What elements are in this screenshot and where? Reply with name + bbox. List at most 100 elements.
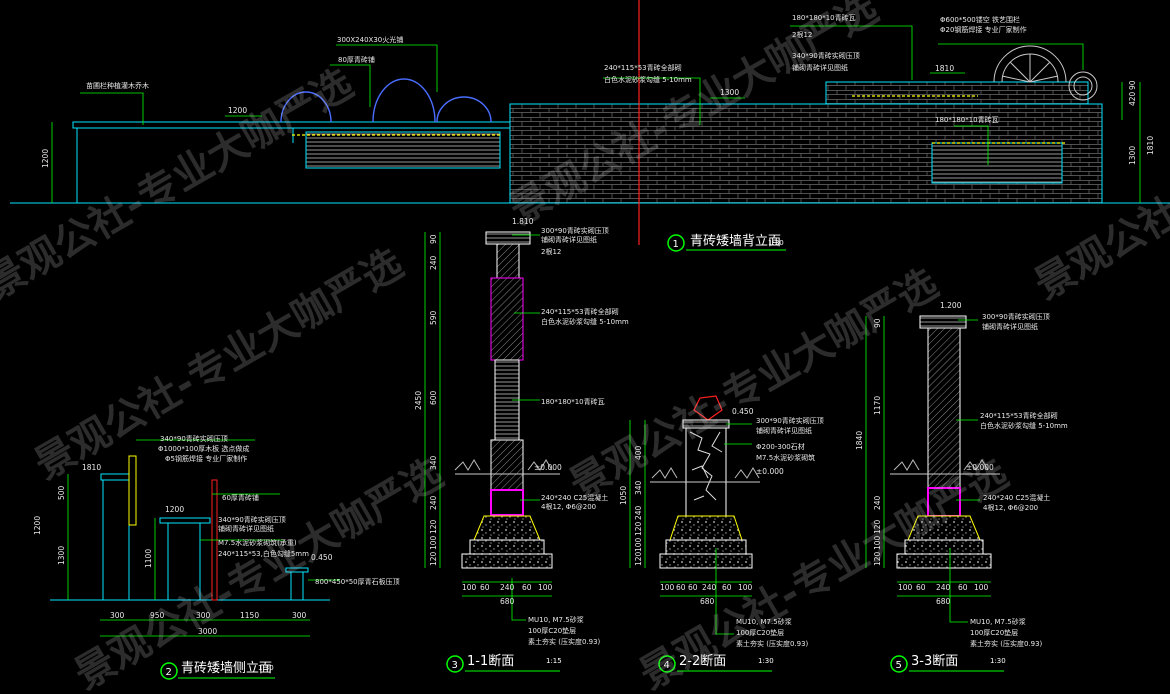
dim-label: 1200	[165, 505, 184, 514]
dim-label: 1810	[935, 64, 954, 73]
dim-label: 600	[429, 390, 438, 405]
s2-annotation: Φ200-300石材	[756, 442, 805, 451]
dim-label: 1200	[41, 149, 50, 168]
dim-label: 1050	[619, 486, 628, 505]
dim-label: 400	[634, 445, 643, 460]
dim-label: 100	[898, 583, 913, 592]
back-annotation: Φ600*500镂空 铁艺围栏	[940, 15, 1020, 24]
level-label: 0.450	[732, 407, 754, 416]
side-annotation: 340*90青砖实砌压顶	[160, 434, 228, 443]
dim-label: 420	[1128, 91, 1137, 106]
dim-label: 1840	[855, 431, 864, 450]
dim-label: 680	[500, 597, 515, 606]
dim-label: 340	[634, 480, 643, 495]
dim-label: 1200	[228, 106, 247, 115]
s2-annotation: 铺砌青砖详见图纸	[756, 426, 812, 435]
dim-label: 1300	[720, 88, 739, 97]
drawing-scale: 1:30	[990, 657, 1006, 665]
s2-annotation: M7.5水泥砂浆砌筑	[756, 453, 815, 462]
dim-label: 1.810	[512, 217, 534, 226]
dim-label: 240	[429, 495, 438, 510]
s1-annotation: 300*90青砖实砌压顶	[541, 226, 609, 235]
back-annotation: 铺砌青砖详见图纸	[792, 63, 848, 72]
dim-label: 100	[538, 583, 553, 592]
drawing-number: 3	[452, 660, 458, 671]
dim-label: 950	[150, 611, 165, 620]
s2-annotation: 300*90青砖实砌压顶	[756, 416, 824, 425]
drawing-scale: 1:30	[258, 664, 274, 672]
back-annotation: 180*180*10青砖瓦	[792, 13, 856, 22]
dim-label: 90	[1128, 80, 1137, 90]
dim-label: 60	[688, 583, 698, 592]
dim-label: 60	[480, 583, 490, 592]
dim-label: 340	[429, 455, 438, 470]
dim-label: 120	[634, 521, 643, 536]
dim-label: 300	[196, 611, 211, 620]
drawing-number-circle	[890, 655, 908, 673]
back-annotation: 240*115*53青砖全部砌	[604, 63, 682, 72]
dim-label: 590	[429, 310, 438, 325]
dim-label: 100	[974, 583, 989, 592]
s1-annotation: 240*115*53青砖全部砌	[541, 307, 619, 316]
drawing-scale: 1:15	[546, 657, 562, 665]
dim-label: 100	[429, 535, 438, 550]
side-annotation: 60厚青砖铺	[222, 493, 259, 502]
s2-annotation: MU10, M7.5砂浆	[736, 617, 792, 626]
dim-label: 60	[916, 583, 926, 592]
dim-label: 2450	[414, 391, 423, 410]
dim-label: 60	[722, 583, 732, 592]
dim-label: 1810	[82, 463, 101, 472]
drawing-scale: 1:30	[758, 657, 774, 665]
dim-label: 240	[429, 255, 438, 270]
dim-label: 680	[700, 597, 715, 606]
dim-label: 300	[292, 611, 307, 620]
drawing-title: 青砖矮墙背立面	[690, 234, 781, 249]
back-annotation: 340*90青砖实砌压顶	[792, 51, 860, 60]
section-1-1: 300*90青砖实砌压顶 铺砌青砖详见图纸 2根12 240*115*53青砖全…	[414, 217, 629, 673]
dim-label: 100	[738, 583, 753, 592]
s1-annotation: 240*240 C25混凝土	[541, 493, 608, 502]
back-annotation: Φ20钢筋焊接 专业厂家制作	[940, 25, 1027, 34]
drawing-number: 4	[664, 660, 670, 671]
side-annotation: 铺砌青砖详见图纸	[218, 524, 274, 533]
dim-label: 90	[429, 234, 438, 244]
s1-annotation: 铺砌青砖详见图纸	[541, 235, 597, 244]
s3-annotation: 白色水泥砂浆勾缝 5-10mm	[980, 421, 1068, 430]
back-annotation: 180*180*10青砖瓦	[935, 115, 999, 124]
s1-annotation: MU10, M7.5砂浆	[528, 615, 584, 624]
dim-label: 680	[936, 597, 951, 606]
side-annotation: 800*450*50厚青石板压顶	[315, 577, 400, 586]
dim-label: 120	[873, 519, 882, 534]
s2-annotation: 100厚C20垫层	[736, 628, 784, 637]
drawing-scale: 1:30	[768, 239, 784, 247]
drawing-number: 5	[896, 660, 902, 671]
dim-label: 1170	[873, 396, 882, 415]
drawing-title: 青砖矮墙侧立面	[181, 661, 272, 676]
dim-label: 500	[57, 485, 66, 500]
dim-label: 240	[873, 495, 882, 510]
watermark-text: 景观公社-专业大咖严选	[0, 61, 361, 309]
s3-annotation: 4根12, Φ6@200	[983, 503, 1038, 512]
right-planter	[931, 142, 1063, 184]
dim-label: 240	[702, 583, 717, 592]
side-elevation: 340*90青砖实砌压顶 Φ1000*100厚木板 选点做成 Φ5钢筋焊接 专业…	[33, 434, 400, 680]
back-annotation: 2根12	[792, 30, 812, 39]
s3-annotation: 240*115*53青砖全部砌	[980, 411, 1058, 420]
section-2-2: 300*90青砖实砌压顶 铺砌青砖详见图纸 Φ200-300石材 M7.5水泥砂…	[619, 395, 824, 673]
dim-label: 60	[676, 583, 686, 592]
drawing-title: 1-1断面	[467, 654, 514, 669]
drawing-number-circle	[658, 655, 676, 673]
back-annotation: 300X240X30火光铺	[337, 35, 403, 44]
drawing-number: 1	[673, 239, 679, 250]
drawing-number-circle	[160, 662, 178, 680]
dim-label: 90	[873, 318, 882, 328]
dim-label: 100	[660, 583, 675, 592]
level-label: ±0.000	[534, 463, 562, 472]
dim-label: 100	[462, 583, 477, 592]
drawing-title: 2-2断面	[679, 654, 726, 669]
dim-label: 240	[634, 505, 643, 520]
s3-annotation: 铺砌青砖详见图纸	[982, 322, 1038, 331]
iron-ornament	[993, 45, 1098, 101]
side-annotation: M7.5水泥砂浆砌筑(承重)	[218, 538, 297, 547]
dim-label: 60	[958, 583, 968, 592]
